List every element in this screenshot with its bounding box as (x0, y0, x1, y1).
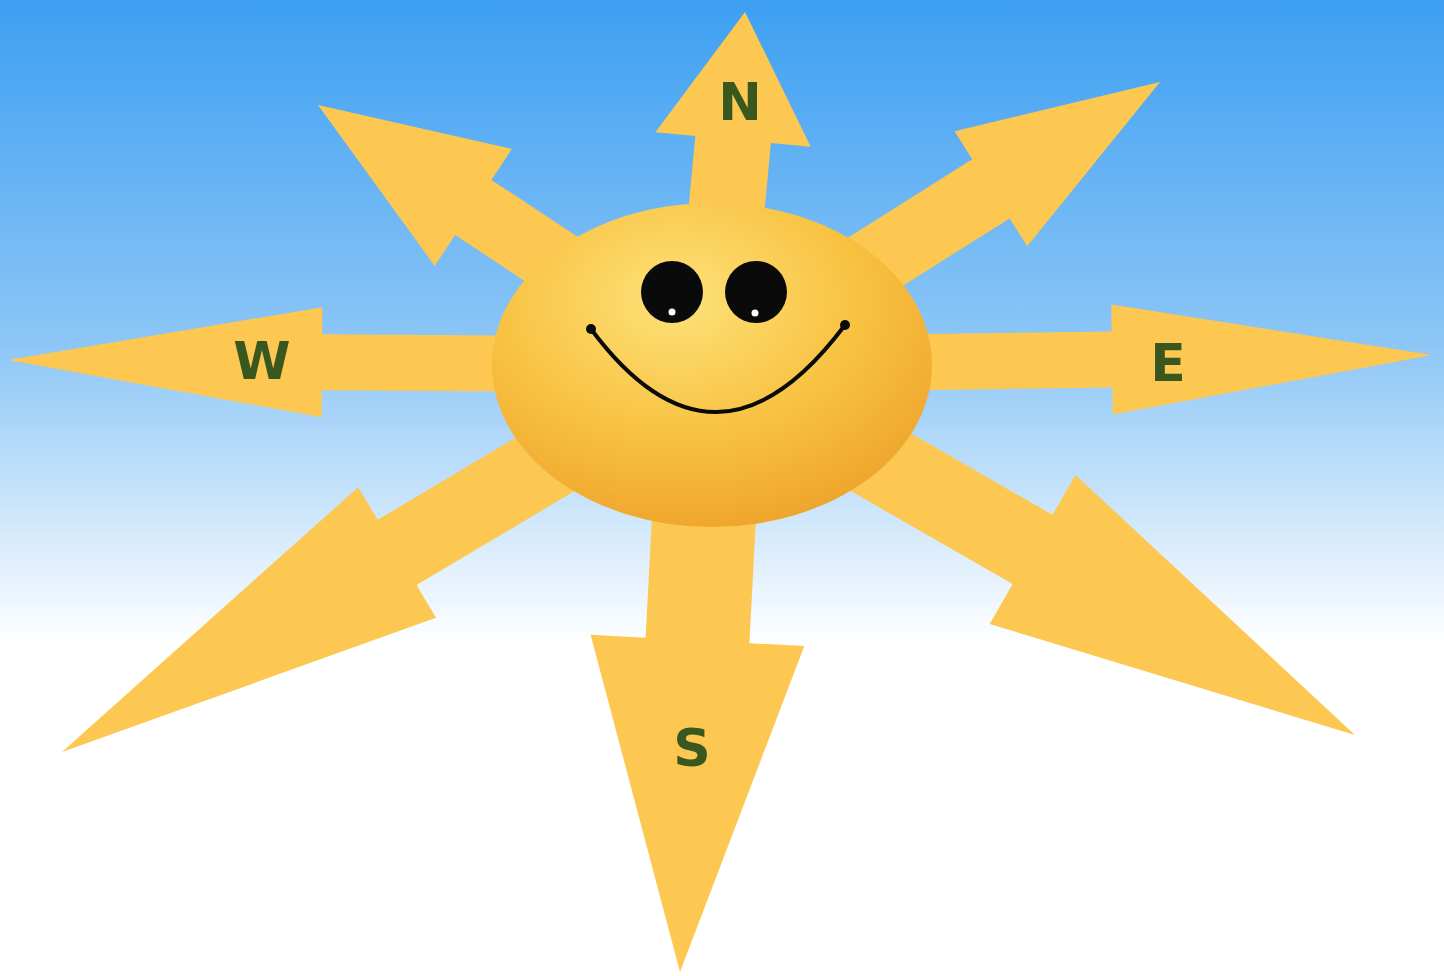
direction-label: W (233, 335, 290, 387)
smile-end (586, 324, 596, 334)
right-eye (725, 261, 787, 323)
direction-label: N (718, 76, 762, 128)
smile (591, 325, 845, 412)
sun-face (492, 203, 932, 527)
eye-highlight (752, 310, 759, 317)
direction-label: S (673, 722, 710, 774)
left-eye (641, 261, 703, 323)
eye-highlight (669, 309, 676, 316)
smile-end (840, 320, 850, 330)
compass-arrows (8, 12, 1432, 972)
direction-label: E (1150, 337, 1186, 389)
